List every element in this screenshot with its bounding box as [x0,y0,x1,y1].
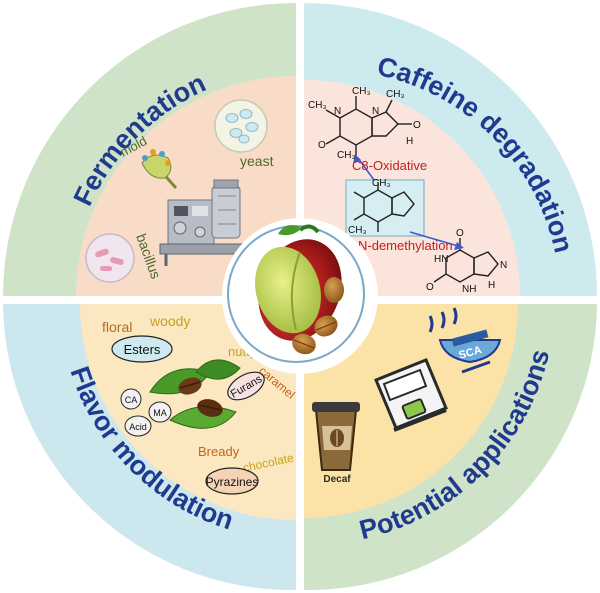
center-coffee-cherry [222,218,378,374]
applications-section: SCA Decaf [312,307,502,485]
label-yeast: yeast [240,153,274,169]
arrow-demethylation [409,231,459,247]
furans-bubble [227,371,265,401]
decaf-cup-icon [312,402,360,471]
svg-text:CH₃: CH₃ [386,89,405,100]
svg-text:CH₃: CH₃ [308,100,327,111]
label-ca: CA [125,395,138,405]
svg-text:HN: HN [434,254,448,265]
sca-cup-icon [428,307,502,374]
svg-text:O: O [318,140,326,151]
roasted-bean-icon-1 [324,277,344,303]
ma-bubble [148,401,172,423]
svg-text:CH₃: CH₃ [372,178,391,189]
label-c8-oxidative: C8-Oxidative [352,158,427,173]
fermenter-machine-icon [159,179,247,266]
arrow-oxidative [357,157,375,181]
leaves-and-beans-icon [149,359,241,429]
svg-text:N: N [372,106,379,117]
yeast-icon [214,99,268,153]
caffeine-section [325,96,499,283]
esters-bubble [111,335,173,363]
svg-text:NH: NH [462,284,476,295]
coffee-machine-icon [374,358,448,432]
svg-text:H: H [488,280,495,291]
fermentation-section: yeast mold bacillus [85,99,274,283]
bacillus-icon [85,233,135,283]
svg-text:CH₃: CH₃ [348,225,367,236]
label-pyrazines: Pyrazines [206,475,259,489]
svg-text:H: H [406,136,413,147]
caffeine-atom-labels: CH₃ CH₃ CH₃ N N O O CH₃ H CH₃ CH₃ O N O … [308,86,507,295]
flavor-section: floral woody Esters nutty caramel Furans… [102,313,298,495]
green-bean-icon [255,246,321,334]
label-decaf: Decaf [323,474,351,485]
ca-bubble [120,388,142,410]
svg-text:O: O [456,228,464,239]
svg-text:N: N [500,260,507,271]
molecule-trimethyluric-acid [325,96,412,158]
svg-text:CH₃: CH₃ [337,150,356,161]
pyrazines-bubble [205,467,259,495]
svg-text:N: N [334,106,341,117]
label-esters: Esters [124,342,161,357]
svg-text:O: O [426,282,434,293]
acid-bubble [124,415,152,437]
label-bready: Bready [198,444,240,459]
label-sca: SCA [457,344,483,362]
label-ma: MA [153,408,167,418]
mold-icon [141,149,178,189]
svg-text:CH₃: CH₃ [352,86,371,97]
label-woody: woody [149,313,190,329]
molecule-caffeine [353,182,415,232]
svg-text:O: O [413,120,421,131]
label-n-demethylation: N-demethylation [358,238,453,253]
label-floral: floral [102,319,132,335]
label-acid: Acid [129,422,147,432]
